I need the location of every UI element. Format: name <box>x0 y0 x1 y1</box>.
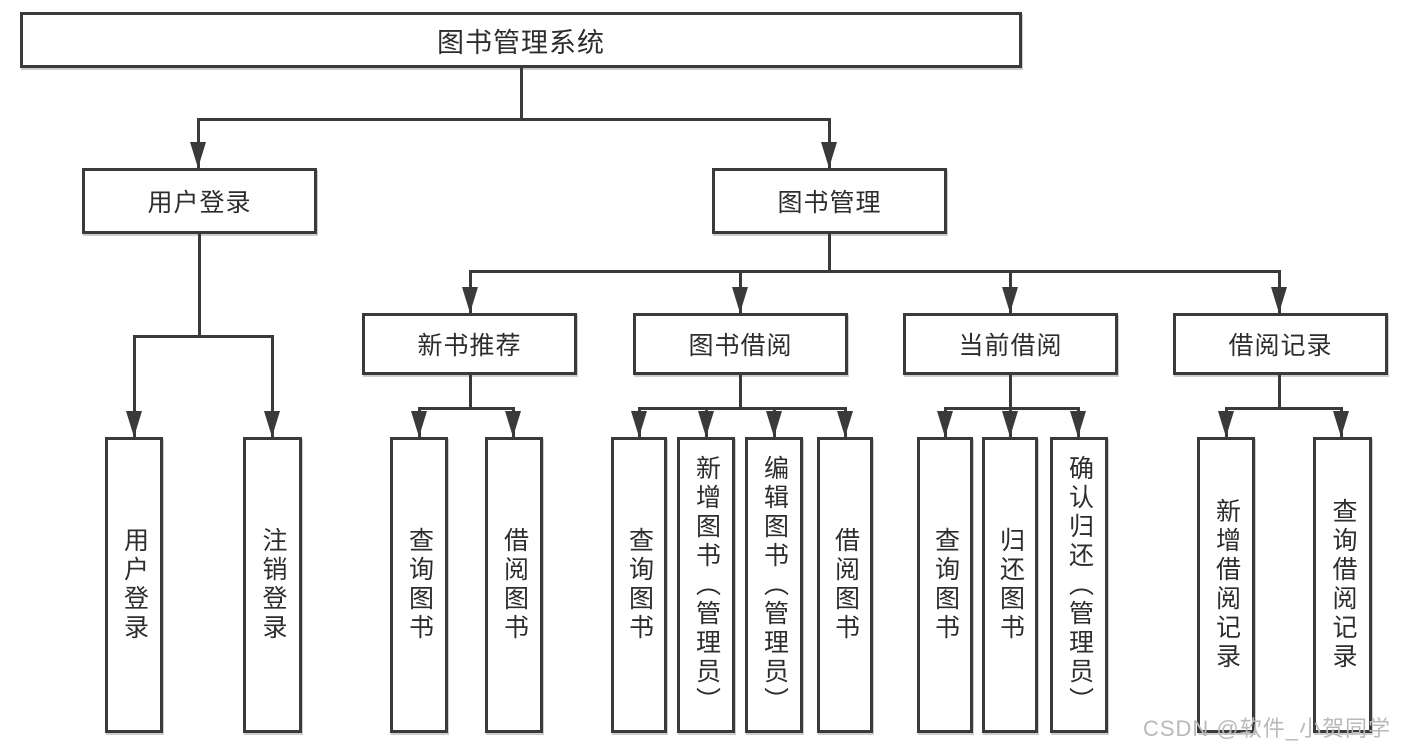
node-label: 编辑图书（管理员） <box>760 454 789 716</box>
node-label: 图书管理系统 <box>437 27 605 58</box>
connector-root-stem <box>520 67 523 118</box>
node-label: 当前借阅 <box>958 332 1063 360</box>
connector-rail <box>418 407 515 410</box>
connector-level2-rail <box>197 118 831 121</box>
connector-rail <box>1225 407 1342 410</box>
leaf-add-borrow-record: 新增借阅记录 <box>1197 437 1255 733</box>
node-label: 图书管理 <box>777 189 882 217</box>
node-label: 图书借阅 <box>688 332 793 360</box>
arrow-down-icon <box>190 142 206 168</box>
leaf-confirm-return-admin: 确认归还（管理员） <box>1050 437 1108 733</box>
leaf-user-login: 用户登录 <box>105 437 163 733</box>
connector-drop <box>133 335 136 437</box>
connector-stem <box>469 375 472 407</box>
arrow-down-icon <box>411 411 427 437</box>
node-label: 借阅图书 <box>500 527 529 643</box>
node-label: 查询图书 <box>625 527 654 643</box>
leaf-query-borrow-record: 查询借阅记录 <box>1313 437 1372 733</box>
arrow-down-icon <box>821 142 837 168</box>
node-label: 用户登录 <box>147 189 252 217</box>
node-root: 图书管理系统 <box>20 12 1022 68</box>
csdn-watermark: CSDN @软件_小贺同学 <box>1142 716 1391 741</box>
connector-manage-stem <box>828 234 831 270</box>
arrow-down-icon <box>1070 411 1086 437</box>
arrow-down-icon <box>937 411 953 437</box>
node-label: 新增借阅记录 <box>1212 498 1241 672</box>
node-label: 借阅图书 <box>831 527 860 643</box>
connector-login-stem <box>198 234 201 335</box>
node-label: 归还图书 <box>996 527 1025 643</box>
node-label: 新书推荐 <box>417 332 522 360</box>
node-label: 注销登录 <box>259 527 287 643</box>
leaf-edit-book-admin: 编辑图书（管理员） <box>745 437 803 733</box>
node-label: 用户登录 <box>120 527 149 643</box>
connector-stem <box>1278 375 1281 407</box>
connector-level3-rail <box>469 270 1281 273</box>
connector-drop <box>271 335 274 437</box>
arrow-down-icon <box>732 287 748 313</box>
connector-stem <box>739 375 742 407</box>
leaf-add-book-admin: 新增图书（管理员） <box>677 437 735 733</box>
arrow-down-icon <box>631 411 647 437</box>
leaf-borrow-book: 借阅图书 <box>817 437 873 733</box>
node-book-manage: 图书管理 <box>712 168 947 234</box>
arrow-down-icon <box>1002 411 1018 437</box>
leaf-borrow-book: 借阅图书 <box>485 437 543 733</box>
node-user-login: 用户登录 <box>82 168 317 234</box>
connector-rail <box>638 407 846 410</box>
node-label: 查询图书 <box>405 527 434 643</box>
leaf-return-book: 归还图书 <box>982 437 1038 733</box>
arrow-down-icon <box>505 411 521 437</box>
node-label: 借阅记录 <box>1228 332 1333 360</box>
arrow-down-icon <box>462 287 478 313</box>
leaf-query-book: 查询图书 <box>611 437 667 733</box>
node-label: 新增图书（管理员） <box>692 454 721 716</box>
leaf-query-book: 查询图书 <box>390 437 448 733</box>
arrow-down-icon <box>126 411 142 437</box>
node-borrow-record: 借阅记录 <box>1173 313 1388 375</box>
leaf-logout: 注销登录 <box>243 437 302 733</box>
arrow-down-icon <box>698 411 714 437</box>
arrow-down-icon <box>1002 287 1018 313</box>
node-label: 确认归还（管理员） <box>1065 454 1094 716</box>
connector-rail <box>944 407 1080 410</box>
leaf-query-book: 查询图书 <box>917 437 973 733</box>
connector-login-rail <box>133 335 273 338</box>
arrow-down-icon <box>1333 411 1349 437</box>
arrow-down-icon <box>837 411 853 437</box>
arrow-down-icon <box>766 411 782 437</box>
node-book-borrow: 图书借阅 <box>633 313 848 375</box>
node-new-book-recommend: 新书推荐 <box>362 313 577 375</box>
connector-stem <box>1009 375 1012 407</box>
node-label: 查询借阅记录 <box>1329 498 1357 672</box>
node-label: 查询图书 <box>931 527 960 643</box>
arrow-down-icon <box>264 411 280 437</box>
node-current-borrow: 当前借阅 <box>903 313 1118 375</box>
arrow-down-icon <box>1271 287 1287 313</box>
arrow-down-icon <box>1218 411 1234 437</box>
